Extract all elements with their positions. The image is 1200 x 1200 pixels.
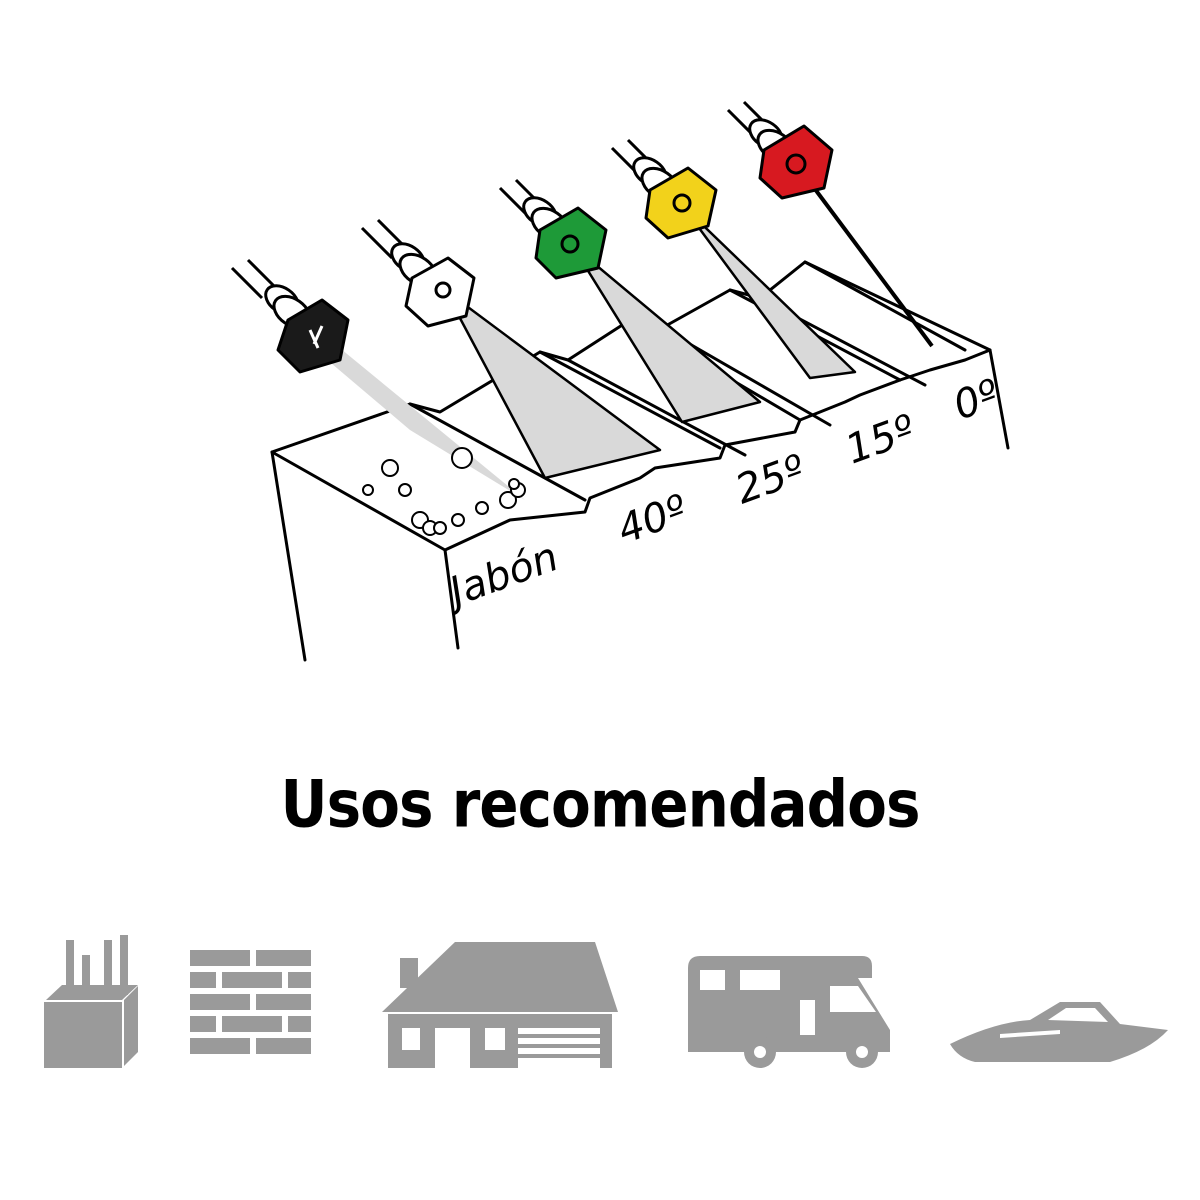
40-degree-nozzle — [360, 218, 476, 328]
soap-spray — [318, 340, 525, 500]
soap-nozzle — [230, 258, 350, 374]
brick-wall-icon — [190, 950, 311, 1054]
15-degree-nozzle — [610, 138, 718, 240]
house-icon — [382, 942, 618, 1068]
concrete-block-icon — [44, 935, 138, 1068]
boat-icon — [950, 1002, 1168, 1062]
soap-bubbles — [362, 447, 526, 536]
spray-40deg — [443, 288, 662, 480]
label-25deg: 25º — [730, 446, 811, 513]
25-degree-nozzle — [498, 178, 608, 280]
spray-25deg — [570, 243, 762, 424]
motorhome-icon — [688, 956, 890, 1068]
0-degree-nozzle — [726, 100, 834, 200]
jet-0deg — [795, 163, 934, 348]
label-soap: Jabón — [437, 534, 564, 618]
recommended-uses-icons — [44, 935, 1168, 1068]
label-15deg: 15º — [840, 406, 921, 473]
spray-15deg — [680, 203, 857, 380]
nozzle-spray-diagram: Jabón 40º 25º 15º 0º — [230, 100, 1010, 662]
page-title: Usos recomendados — [280, 765, 921, 843]
label-40deg: 40º — [612, 486, 693, 553]
